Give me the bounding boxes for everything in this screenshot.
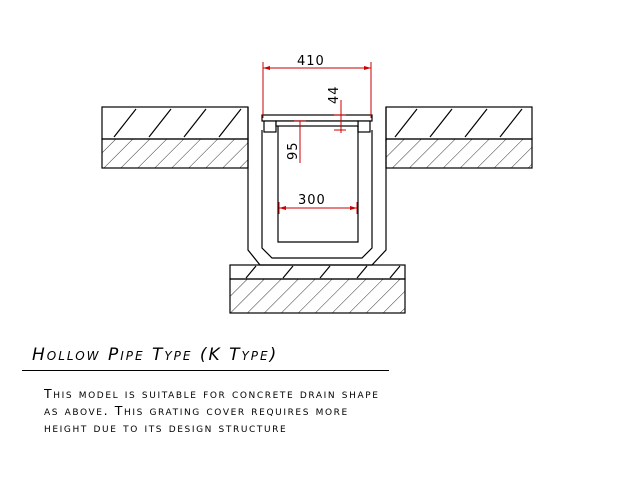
- description-line: This model is suitable for concrete drai…: [44, 386, 380, 401]
- channel-width-label: 300: [298, 193, 326, 208]
- hollow-pipe-body: [277, 126, 359, 243]
- grating-width-label: 410: [297, 54, 325, 69]
- description-line: height due to its design structure: [44, 420, 288, 435]
- grating-cover: [261, 114, 373, 133]
- dimension-grating-width: 410: [262, 54, 372, 118]
- title-underline: [22, 370, 389, 371]
- dimension-pipe-depth: 95: [286, 120, 306, 163]
- dimension-channel-width: 300: [278, 193, 358, 214]
- diagram-title: Hollow Pipe Type (K Type): [32, 345, 279, 365]
- description-line: as above. This grating cover requires mo…: [44, 403, 349, 418]
- pipe-depth-label: 95: [286, 141, 301, 160]
- dimension-frame-height: 44: [327, 85, 346, 133]
- left-slab: [101, 106, 249, 169]
- right-slab: [385, 106, 533, 169]
- frame-height-label: 44: [327, 85, 342, 104]
- diagram-description: This model is suitable for concrete drai…: [44, 385, 604, 436]
- base-slab: [229, 264, 406, 314]
